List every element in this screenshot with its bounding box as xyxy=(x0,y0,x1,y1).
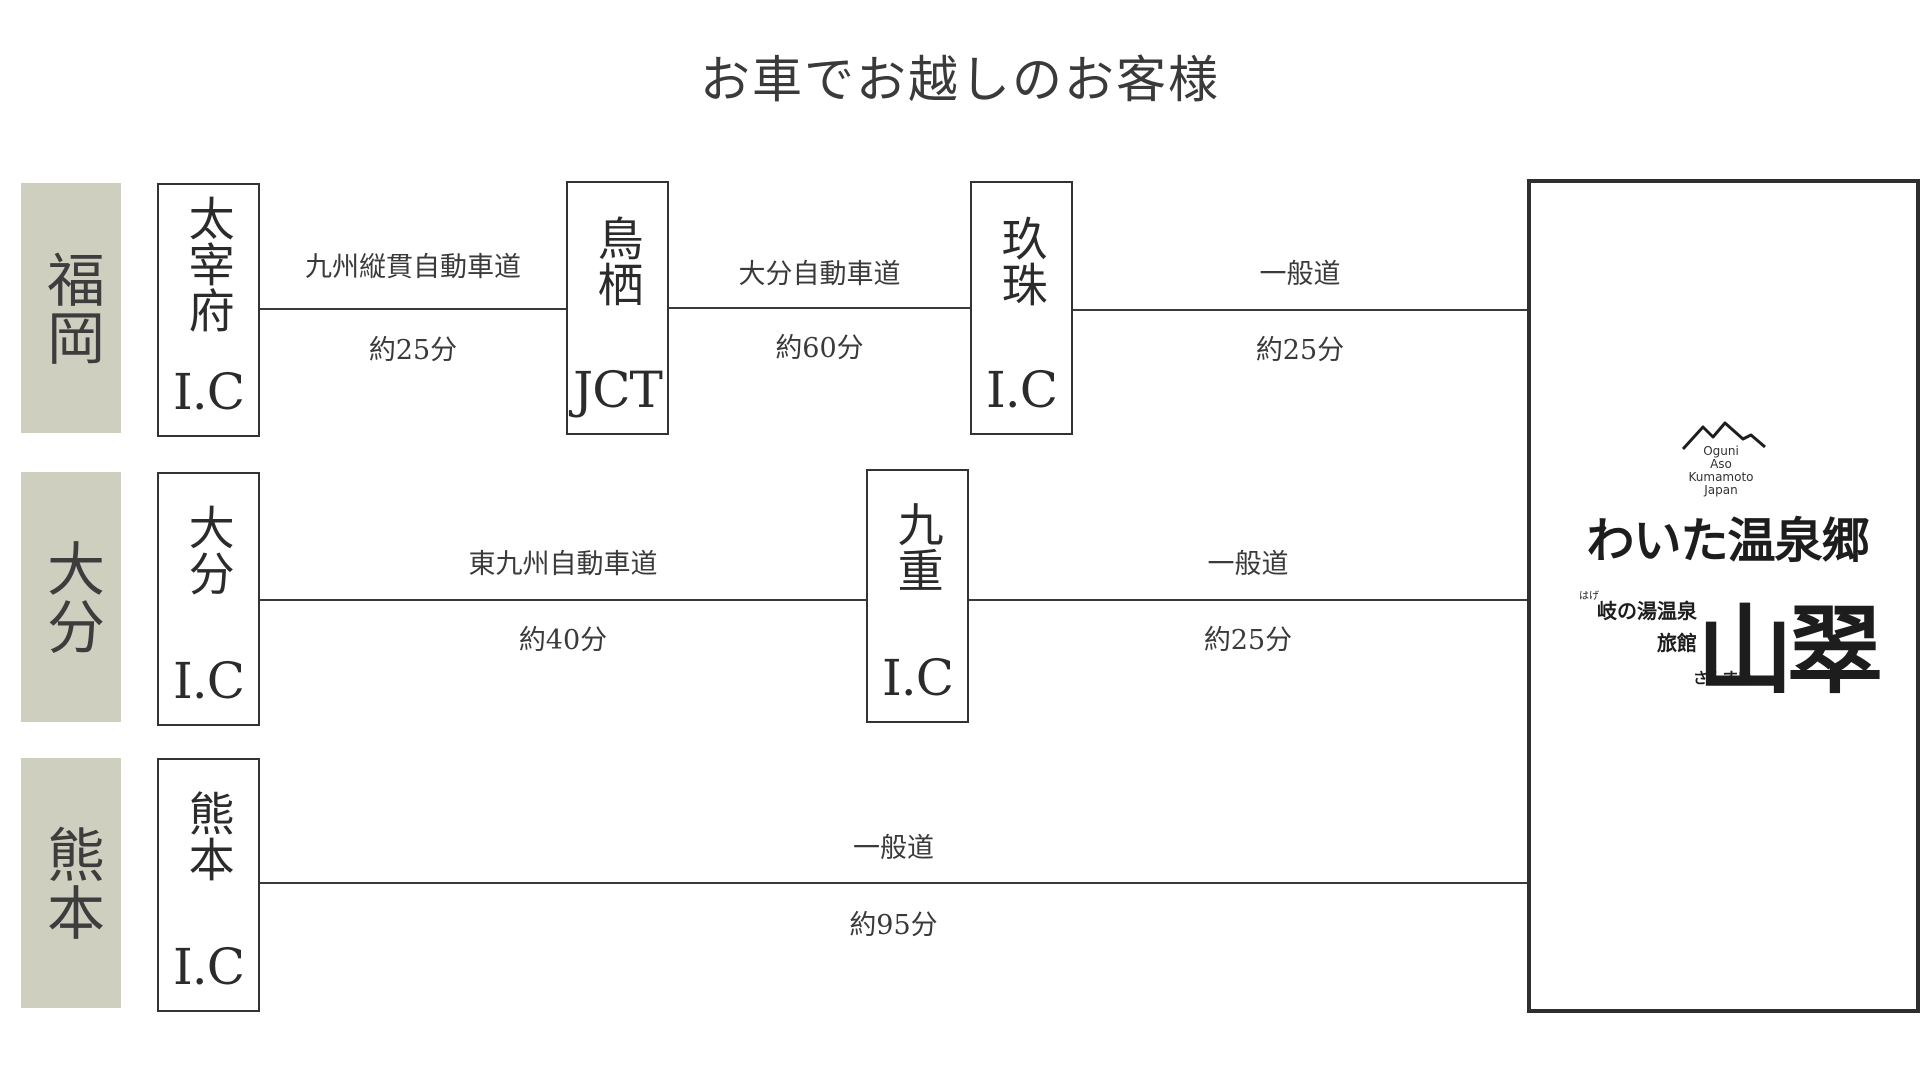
location-line: Oguni xyxy=(1703,444,1739,458)
route-line xyxy=(259,599,867,601)
location-line: Japan xyxy=(1704,483,1738,497)
node-code: I.C xyxy=(986,361,1058,419)
node-oita-ic: 大分 I.C xyxy=(157,472,260,726)
route-road-label: 大分自動車道 xyxy=(738,259,901,290)
node-name: 大分 xyxy=(181,504,236,596)
route-time-label: 約25分 xyxy=(1203,625,1293,656)
node-code: I.C xyxy=(173,938,245,996)
ryokan-name: 山翠 xyxy=(1697,594,1883,707)
page-title: お車でお越しのお客様 xyxy=(700,51,1220,109)
route-road-label: 一般道 xyxy=(1207,549,1289,580)
mountain-icon xyxy=(1681,421,1766,451)
node-name: 玖珠 xyxy=(994,215,1049,307)
route-line xyxy=(259,882,1528,884)
route-time-label: 約25分 xyxy=(368,335,458,366)
brand-name: わいた温泉郷 xyxy=(1586,513,1869,569)
ryokan-line: 旅館 xyxy=(1657,631,1697,655)
node-name: 九重 xyxy=(890,501,945,593)
node-kokonoe-ic: 九重 I.C xyxy=(866,469,969,723)
route-line xyxy=(1072,309,1528,311)
route-road-label: 一般道 xyxy=(853,833,934,864)
location-line: Aso xyxy=(1710,457,1732,471)
route-line xyxy=(968,599,1528,601)
region-kumamoto: 熊本 xyxy=(21,758,121,1008)
ryokan-line: 岐の湯温泉 xyxy=(1597,599,1697,623)
node-tosu-jct: 鳥栖 JCT xyxy=(566,181,669,435)
route-road-label: 九州縦貫自動車道 xyxy=(305,252,521,283)
region-fukuoka: 福岡 xyxy=(21,183,121,433)
route-road-label: 一般道 xyxy=(1259,259,1341,290)
route-road-label: 東九州自動車道 xyxy=(468,549,658,580)
route-time-label: 約60分 xyxy=(775,333,864,364)
node-code: I.C xyxy=(173,652,245,710)
node-code: I.C xyxy=(882,649,954,707)
node-name: 鳥栖 xyxy=(590,215,645,307)
route-time-label: 約40分 xyxy=(518,625,608,656)
ruby-text: はげ xyxy=(1579,591,1599,602)
route-line xyxy=(668,307,971,309)
destination-box: Oguni Aso Kumamoto Japan わいた温泉郷 はげ 岐の湯温泉… xyxy=(1527,179,1920,1013)
node-dazaifu-ic: 太宰府 I.C xyxy=(157,183,260,437)
route-time-label: 約95分 xyxy=(849,910,938,941)
ryokan-name-kana: さんすい xyxy=(1693,669,1753,687)
location-english: Oguni Aso Kumamoto Japan xyxy=(1671,445,1771,497)
node-name: 太宰府 xyxy=(181,195,236,333)
ryokan-label: 岐の湯温泉 旅館 xyxy=(1577,595,1697,659)
region-oita: 大分 xyxy=(21,472,121,722)
node-kumamoto-ic: 熊本 I.C xyxy=(157,758,260,1012)
route-time-label: 約25分 xyxy=(1255,335,1345,366)
route-line xyxy=(259,308,567,310)
node-kusu-ic: 玖珠 I.C xyxy=(970,181,1073,435)
node-name: 熊本 xyxy=(181,790,236,882)
node-code: I.C xyxy=(173,363,245,421)
location-line: Kumamoto xyxy=(1688,470,1754,484)
node-code: JCT xyxy=(573,361,663,419)
